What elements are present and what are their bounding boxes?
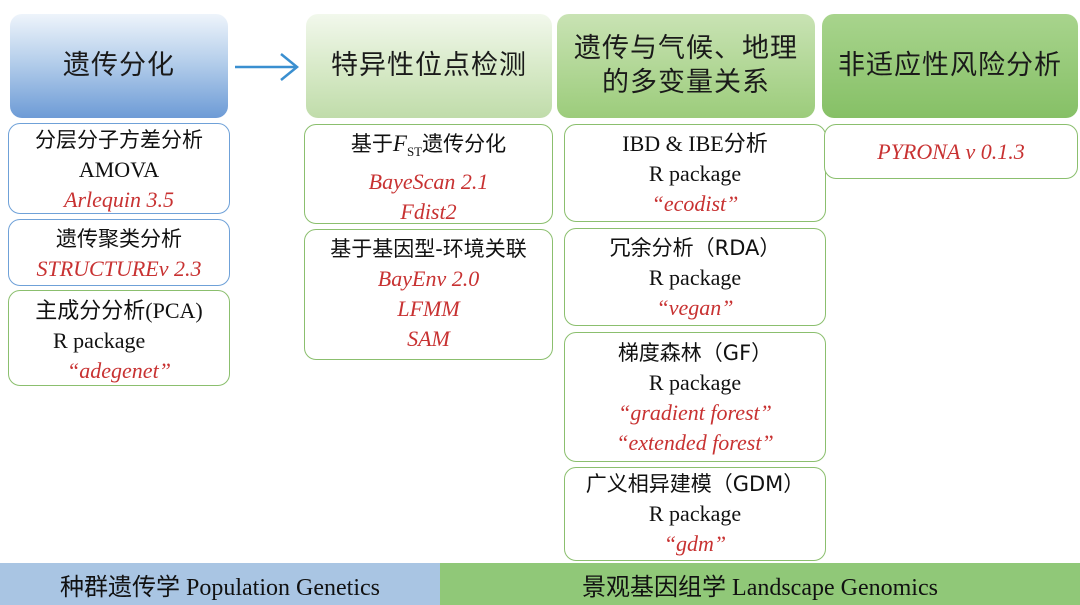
pca-title: 主成分分析(PCA) [35,298,203,323]
header-multivariate-line2: 的多变量关系 [602,67,770,98]
fst-tool-fdist2: Fdist2 [400,199,457,225]
header-multivariate-line1: 遗传与气候、地理 [574,33,798,65]
fst-title-pre: 基于 [350,132,393,156]
pyrona-box: PYRONA v 0.1.3 [824,124,1078,179]
header-outlier-detection-label: 特异性位点检测 [331,50,527,82]
gea-title: 基于基因型-环境关联 [330,237,527,261]
rda-tool: “vegan” [656,295,734,320]
fst-title-sub: ST [406,144,423,160]
structure-title: 遗传聚类分析 [56,227,182,251]
pca-tool: “adegenet” [67,358,171,383]
rda-subtitle: R package [648,265,742,290]
fst-tool-bayescan: BayeScan 2.1 [368,169,489,195]
gdm-tool: “gdm” [663,531,727,556]
gdm-title: 广义相异建模（GDM） [585,472,805,496]
fst-title-post: 遗传分化 [422,132,507,156]
amova-tool: Arlequin 3.5 [64,187,174,212]
structure-box: 遗传聚类分析 STRUCTUREv 2.3 [8,219,230,286]
gea-tool-lfmm: LFMM [397,296,460,321]
footer-population-genetics: 种群遗传学 Population Genetics [0,563,440,605]
ibd-ibe-tool: “ecodist” [651,191,739,216]
ibd-ibe-box: IBD & IBE分析 R package “ecodist” [564,124,826,222]
gf-subtitle: R package [648,370,742,395]
header-outlier-detection: 特异性位点检测 [306,14,552,118]
gea-tool-sam: SAM [407,326,450,351]
rda-title: 冗余分析（RDA） [609,236,781,260]
gdm-subtitle: R package [648,501,742,526]
ibd-ibe-title: IBD & IBE分析 [622,131,768,156]
gdm-box: 广义相异建模（GDM） R package “gdm” [564,467,826,561]
gea-tool-bayenv: BayEnv 2.0 [377,266,480,291]
structure-tool: STRUCTUREv 2.3 [36,256,202,281]
gf-title: 梯度森林（GF） [617,341,773,365]
footer-landscape-genomics-label: 景观基因组学 Landscape Genomics [582,574,938,601]
header-maladaptation-risk: 非适应性风险分析 [822,14,1078,118]
header-genetic-differentiation: 遗传分化 [10,14,228,118]
fst-title: 基于FST遗传分化 [305,129,552,167]
gf-tool-gradient-forest: “gradient forest” [618,400,772,425]
header-genetic-differentiation-label: 遗传分化 [63,50,175,82]
pyrona-tool: PYRONA v 0.1.3 [877,139,1025,164]
footer-landscape-genomics: 景观基因组学 Landscape Genomics [440,563,1080,605]
ibd-ibe-subtitle: R package [648,161,742,186]
amova-subtitle: AMOVA [78,157,160,182]
gf-box: 梯度森林（GF） R package “gradient forest” “ex… [564,332,826,462]
amova-box: 分层分子方差分析 AMOVA Arlequin 3.5 [8,123,230,214]
rda-box: 冗余分析（RDA） R package “vegan” [564,228,826,326]
pca-box: 主成分分析(PCA) R package “adegenet” [8,290,230,386]
gf-tool-extended-forest: “extended forest” [616,430,774,455]
gea-box: 基于基因型-环境关联 BayEnv 2.0 LFMM SAM [304,229,553,360]
footer-population-genetics-label: 种群遗传学 Population Genetics [60,574,380,601]
fst-box: 基于FST遗传分化 BayeScan 2.1 Fdist2 [304,124,553,224]
header-maladaptation-risk-label: 非适应性风险分析 [838,50,1062,82]
header-multivariate-relationship: 遗传与气候、地理 的多变量关系 [557,14,815,118]
fst-title-f: F [392,131,407,156]
amova-title: 分层分子方差分析 [35,128,203,152]
right-arrow-icon [235,53,299,81]
pca-subtitle: R package [53,328,146,353]
